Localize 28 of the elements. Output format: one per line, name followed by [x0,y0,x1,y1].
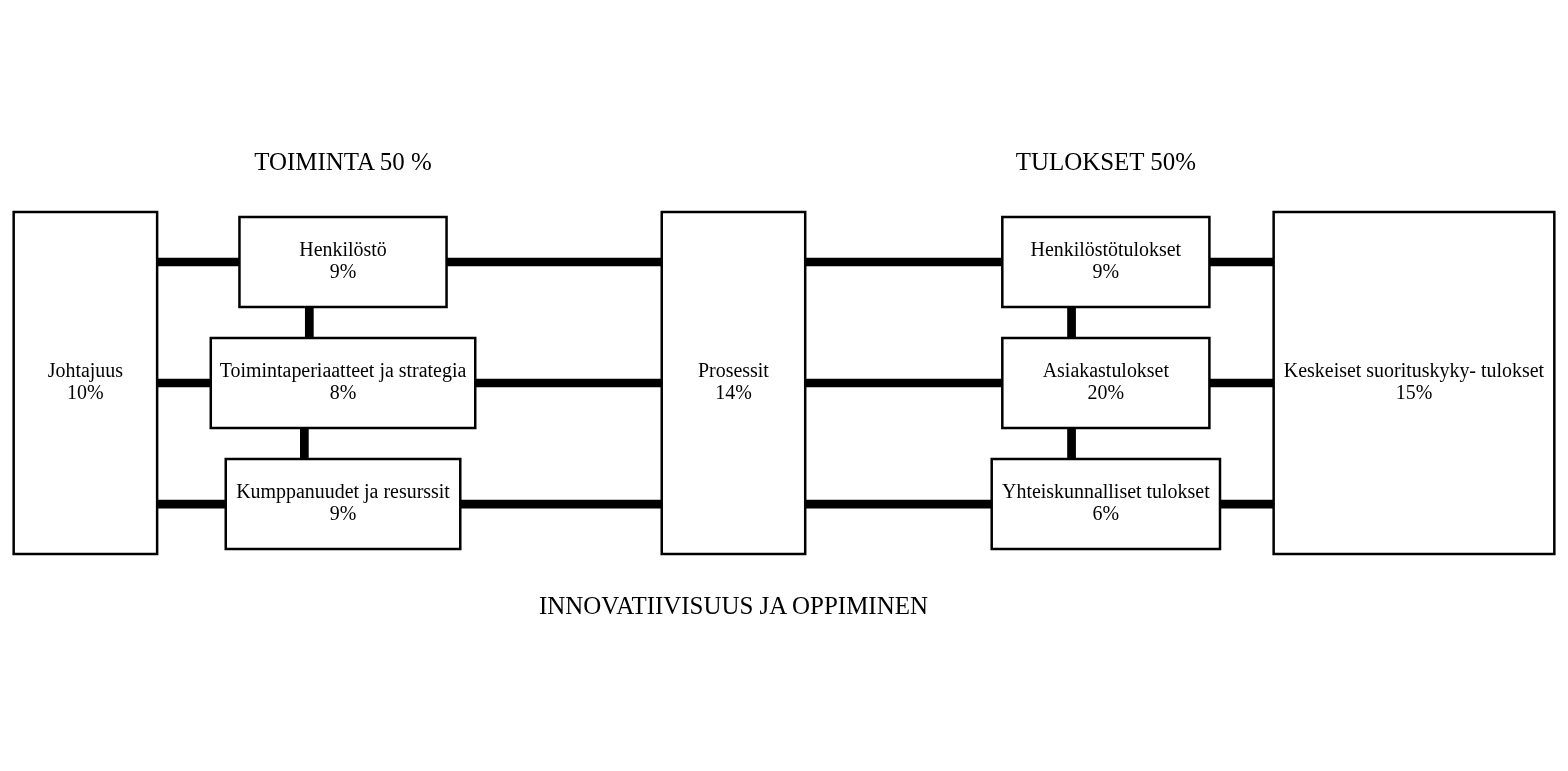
node-box: Yhteiskunnalliset tulokset 6% [990,457,1222,551]
connector [157,257,240,267]
connector [304,307,314,338]
connector [1209,378,1274,388]
connector [157,499,226,509]
connector [475,378,662,388]
node-box: Henkilöstö 9% [238,215,448,309]
node-box: Prosessit 14% [660,210,807,556]
connector [446,257,662,267]
label: INNOVATIIVISUUS JA OPPIMINEN [539,591,928,619]
connector [805,257,1003,267]
connector [299,428,309,459]
connector [805,378,1003,388]
node-box: Kumppanuudet ja resurssit 9% [224,457,462,551]
node-box: Toimintaperiaatteet ja strategia 8% [209,336,477,430]
connector [157,378,211,388]
label: TOIMINTA 50 % [254,147,432,175]
connector [460,499,662,509]
node-box: Keskeiset suorituskyky- tulokset 15% [1272,210,1556,556]
connector [805,499,992,509]
node-box: Henkilöstötulokset 9% [1001,215,1211,309]
connector [1067,307,1076,338]
connector [1067,428,1076,459]
label: TULOKSET 50% [1015,147,1197,175]
node-box: Johtajuus 10% [12,210,159,556]
connector [1220,499,1274,509]
connector [1209,257,1274,267]
node-box: Asiakastulokset 20% [1001,336,1211,430]
